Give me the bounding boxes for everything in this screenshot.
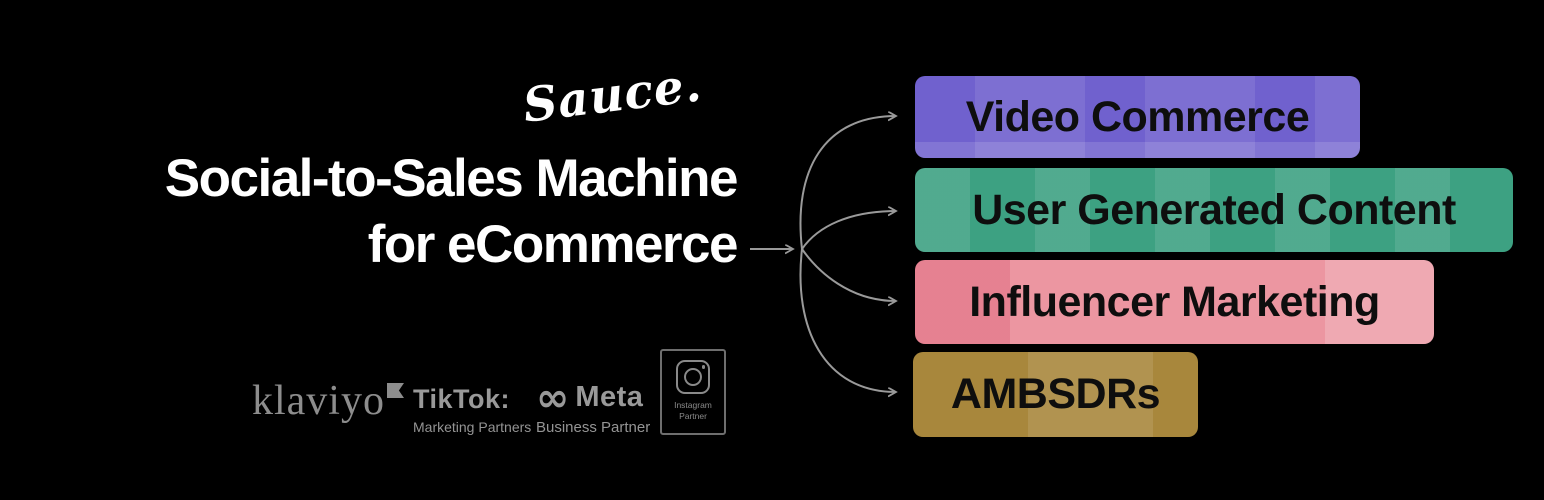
klaviyo-flag-icon [386,383,404,398]
node-influencer-marketing: Influencer Marketing [915,260,1434,344]
node-video-commerce: Video Commerce [915,76,1360,158]
klaviyo-logo: klaviyo [252,377,404,425]
instagram-badge-line2: Partner [679,410,707,421]
tiktok-label: TikTok: [413,384,511,414]
meta-infinity-icon: ∞ [536,374,570,421]
tiktok-partner-logo: TikTok: Marketing Partners [413,384,531,435]
arrow-to-ambsdrs [799,248,896,392]
meta-partner-logo: ∞ Meta Business Partner [536,374,651,437]
instagram-partner-badge: Instagram Partner [660,349,726,435]
arrow-to-ugc [801,211,896,250]
instagram-icon [676,360,710,394]
node-user-generated-content-label: User Generated Content [972,185,1456,234]
node-video-commerce-label: Video Commerce [965,92,1310,141]
instagram-dot-icon [701,365,705,369]
instagram-lens-icon [684,368,702,386]
arrow-to-influencer-marketing [801,248,896,301]
tiktok-sublabel: Marketing Partners [413,419,532,435]
instagram-badge-label: Instagram Partner [662,400,724,421]
headline: Social-to-Sales Machine for eCommerce [55,146,739,278]
meta-label: Meta [575,381,644,413]
node-ambsdrs-label: AMBSDRs [950,370,1161,418]
node-user-generated-content: User Generated Content [915,168,1513,252]
headline-line-2: for eCommerce [367,215,739,274]
sauce-logo: Sauce. [520,57,705,134]
headline-line-1: Social-to-Sales Machine [164,149,739,208]
node-ambsdrs: AMBSDRs [913,352,1198,437]
arrow-to-video-commerce [799,116,896,250]
node-influencer-marketing-label: Influencer Marketing [969,277,1380,326]
instagram-badge-line1: Instagram [674,400,712,410]
meta-sublabel: Business Partner [536,419,651,436]
klaviyo-label: klaviyo [252,378,385,424]
